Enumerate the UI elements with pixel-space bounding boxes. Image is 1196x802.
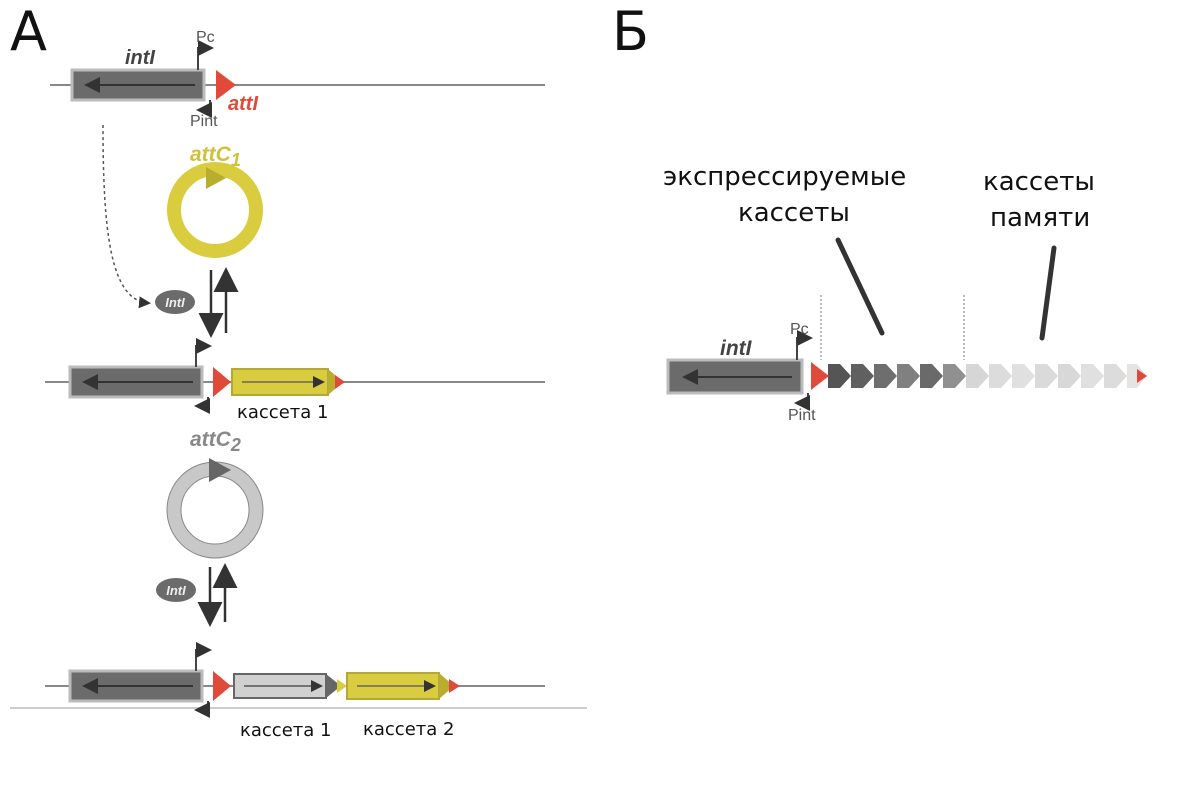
expressed-cassette	[943, 364, 966, 388]
cassette-1-tip	[335, 375, 345, 389]
pc-promoter-arrow	[195, 338, 212, 367]
pint-label: Pint	[190, 113, 218, 130]
attI-site	[216, 70, 236, 100]
pc-promoter-arrow	[195, 642, 212, 671]
panel-a-letter: А	[10, 0, 47, 63]
panel-b-letter: Б	[612, 0, 649, 63]
pint-promoter-arrow	[194, 701, 210, 718]
cassette-2-attC	[439, 673, 454, 699]
expression-dotted-arrow	[102, 124, 151, 309]
attC2-label: attC2	[190, 428, 241, 455]
cassette-1-label: кассета 1	[240, 720, 331, 741]
pc-label: Pc	[790, 321, 809, 338]
panel-b-construct: intI Pc Pint	[666, 321, 1147, 424]
cassette-1-label: кассета 1	[237, 402, 328, 423]
intI-enzyme-2	[156, 578, 196, 602]
expressed-cassette	[920, 364, 943, 388]
attC1-label: attC1	[190, 143, 241, 170]
terminal-site	[1137, 369, 1147, 383]
intI-gene-label: intI	[720, 337, 753, 360]
circle-1-arrowhead	[206, 167, 226, 189]
memory-cassette	[1035, 364, 1058, 388]
memory-label-line1: кассеты	[983, 167, 1095, 197]
intI-enzyme-1-label: IntI	[165, 295, 185, 310]
intI-enzyme-1	[155, 290, 195, 314]
memory-cassettes	[966, 364, 1147, 388]
memory-cassette	[1081, 364, 1104, 388]
pc-promoter-arrow	[197, 40, 214, 70]
memory-cassette	[1058, 364, 1081, 388]
cassette-1-tip	[337, 679, 347, 693]
row2-construct: кассета 1	[45, 338, 545, 423]
intI-enzyme-2-label: IntI	[166, 583, 186, 598]
expressed-label-line1: экспрессируемые	[663, 162, 906, 192]
pint-label: Pint	[788, 407, 816, 424]
expressed-cassette	[851, 364, 874, 388]
cassette-1-attC	[326, 674, 341, 698]
cassette-2-tip	[449, 679, 460, 693]
expressed-label-line2: кассеты	[738, 198, 850, 228]
attI-site	[213, 367, 231, 397]
pc-label: Pc	[196, 29, 215, 46]
memory-cassette	[1104, 364, 1127, 388]
circle-2-arrowhead	[209, 458, 231, 482]
attI-site	[811, 362, 829, 390]
row3-construct: кассета 1 кассета 2	[10, 642, 587, 741]
circle-2	[167, 462, 263, 558]
row1-construct: intI Pc Pint attI	[50, 29, 545, 130]
circle-2-inner	[180, 475, 250, 545]
circle-1	[167, 162, 263, 258]
expressed-cassettes	[828, 364, 966, 388]
cassette-2-label: кассета 2	[363, 719, 454, 740]
intI-gene-label: intI	[125, 47, 155, 69]
expressed-cassette	[828, 364, 851, 388]
memory-label-line2: памяти	[990, 203, 1090, 233]
attI-label: attI	[228, 93, 258, 115]
pc-promoter-arrow	[796, 330, 813, 360]
memory-cassette	[966, 364, 989, 388]
memory-cassette	[1012, 364, 1035, 388]
pint-promoter-arrow	[194, 397, 210, 414]
expressed-cassette	[897, 364, 920, 388]
attC1-cassette-circle: attC1	[167, 143, 263, 258]
expressed-cassette	[874, 364, 897, 388]
pint-promoter-arrow	[794, 393, 810, 411]
memory-pointer-line	[1039, 245, 1057, 341]
expressed-pointer-line	[835, 237, 885, 336]
attI-site	[213, 671, 231, 701]
memory-cassette	[989, 364, 1012, 388]
attC2-cassette-circle: attC2	[166, 428, 264, 559]
pint-promoter-arrow	[196, 100, 212, 118]
